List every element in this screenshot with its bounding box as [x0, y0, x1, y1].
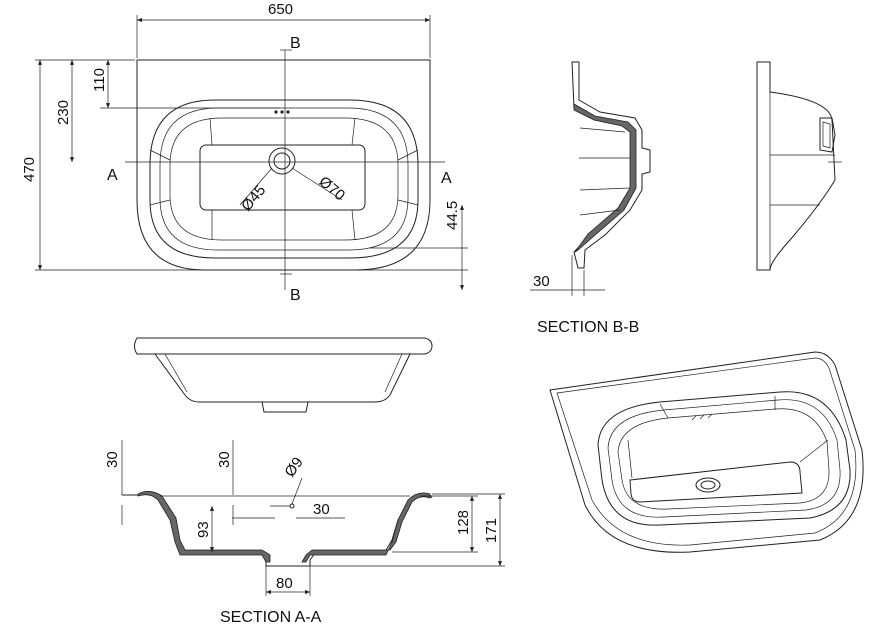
aa-dia-9-label: Ø9 [281, 454, 306, 480]
dim-110-label: 110 [91, 68, 108, 92]
section-aa: 30 30 Ø9 30 93 128 171 80 SECTION A-A [104, 440, 505, 626]
section-bb-profile [571, 61, 651, 269]
section-marker-b-bottom: B [290, 287, 301, 304]
iso-waste-inner [700, 480, 716, 490]
plan-waste-inner [273, 152, 291, 170]
plan-waste-outer [268, 147, 296, 175]
iso-waste-outer [695, 477, 721, 493]
aa-dim-128-label: 128 [455, 510, 472, 535]
front-elevation [134, 337, 433, 413]
iso-bowl-floor [629, 461, 803, 503]
aa-dim-30-left-label: 30 [104, 451, 121, 468]
section-marker-a-left: A [107, 167, 118, 184]
aa-dim-30-right-label: 30 [313, 501, 330, 518]
isometric-view [549, 351, 864, 553]
bb-dim-30-label: 30 [533, 273, 550, 290]
dim-230-label: 230 [55, 100, 72, 125]
side-view-outline [756, 61, 836, 271]
plan-bowl-floor [199, 144, 366, 211]
aa-dim-30-mid-label: 30 [216, 451, 233, 468]
aa-dim-93-label: 93 [195, 521, 212, 538]
section-aa-title: SECTION A-A [220, 609, 322, 626]
section-marker-b-top: B [290, 35, 301, 52]
front-elevation-rim [134, 337, 433, 355]
side-view [756, 61, 842, 271]
dim-width-label: 650 [268, 1, 293, 18]
dim-44-5-label: 44.5 [444, 201, 461, 230]
plan-outer-outline [136, 59, 431, 271]
dim-depth-label: 470 [21, 157, 38, 182]
iso-outer-outline [549, 351, 864, 553]
section-bb-title: SECTION B-B [537, 319, 639, 336]
plan-bowl-rim [149, 99, 419, 259]
aa-dim-171-label: 171 [483, 518, 500, 543]
dia-70-label: Ø70 [315, 173, 348, 204]
section-bb: 30 SECTION B-B [530, 61, 651, 336]
front-elevation-waste [261, 401, 309, 413]
section-marker-a-right: A [441, 170, 452, 187]
iso-bowl-rim [597, 391, 851, 526]
plan-view: 650 470 230 110 44.5 Ø45 Ø70 A A B B [21, 1, 468, 304]
aa-dim-80-label: 80 [276, 575, 293, 592]
front-elevation-bowl [154, 353, 411, 403]
